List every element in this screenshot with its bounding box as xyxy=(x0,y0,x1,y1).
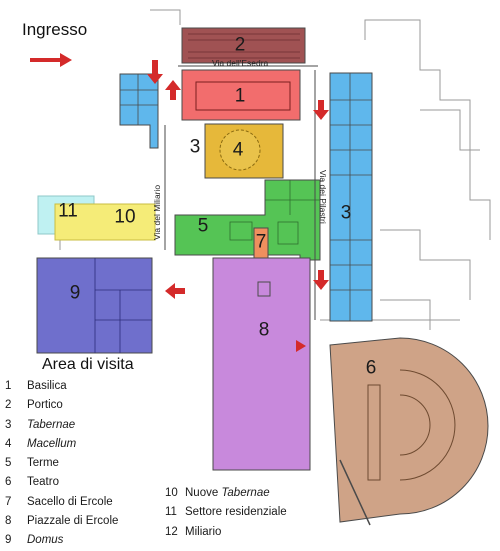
route-arrow-6 xyxy=(296,340,306,352)
route-arrow-3 xyxy=(313,100,329,120)
terme-rooms xyxy=(229,180,320,245)
zone-label-teatro: 6 xyxy=(366,358,377,379)
tabernae-east-walls xyxy=(330,73,372,321)
route-arrow-4 xyxy=(313,270,329,290)
zone-teatro xyxy=(329,337,489,523)
portico-hatch xyxy=(188,33,300,59)
zone-label-settore-residenziale: 11 xyxy=(58,201,78,222)
teatro-orchestra xyxy=(399,394,431,456)
zone-label-terme: 5 xyxy=(198,216,209,237)
route-arrows xyxy=(30,53,329,352)
zone-label-macellum: 4 xyxy=(233,140,244,161)
macellum-tholos xyxy=(219,129,261,171)
zone-basilica xyxy=(181,69,301,121)
zone-nuove-tabernae xyxy=(54,203,156,241)
legend-title: Area di visita xyxy=(42,356,134,373)
street-label-east: Via dei Pilastri xyxy=(318,170,328,224)
street-label-west: Via del Miliario xyxy=(152,185,162,240)
piazzale-altar xyxy=(257,281,271,297)
zone-label-portico: 2 xyxy=(235,35,246,56)
route-arrow-1 xyxy=(147,60,163,84)
teatro-wall xyxy=(339,459,371,526)
zone-label-tabernae-east: 3 xyxy=(341,203,352,224)
basilica-nave xyxy=(195,81,291,111)
zone-label-tabernae-west: 3 xyxy=(190,137,201,158)
zone-label-sacello: 7 xyxy=(256,232,267,253)
zone-label-nuove-tabernae: 10 xyxy=(114,207,135,228)
tabernae-west-walls xyxy=(120,74,158,125)
route-arrow-2 xyxy=(165,80,181,100)
zone-tabernae-west xyxy=(119,73,159,149)
zone-domus xyxy=(36,257,153,354)
zone-tabernae-east xyxy=(329,72,373,322)
teatro-scaena xyxy=(367,384,381,481)
street-label-top: Via dell'Esedra xyxy=(212,58,269,68)
entrance-label: Ingresso xyxy=(22,20,88,39)
zone-label-piazzale: 8 xyxy=(259,320,270,341)
route-arrow-5 xyxy=(165,283,185,299)
entrance-arrow xyxy=(30,53,72,67)
zone-piazzale xyxy=(212,257,311,471)
zone-label-basilica: 1 xyxy=(235,86,246,107)
zone-label-domus: 9 xyxy=(70,283,81,304)
teatro-cavea xyxy=(399,369,456,481)
domus-rooms xyxy=(94,258,152,353)
